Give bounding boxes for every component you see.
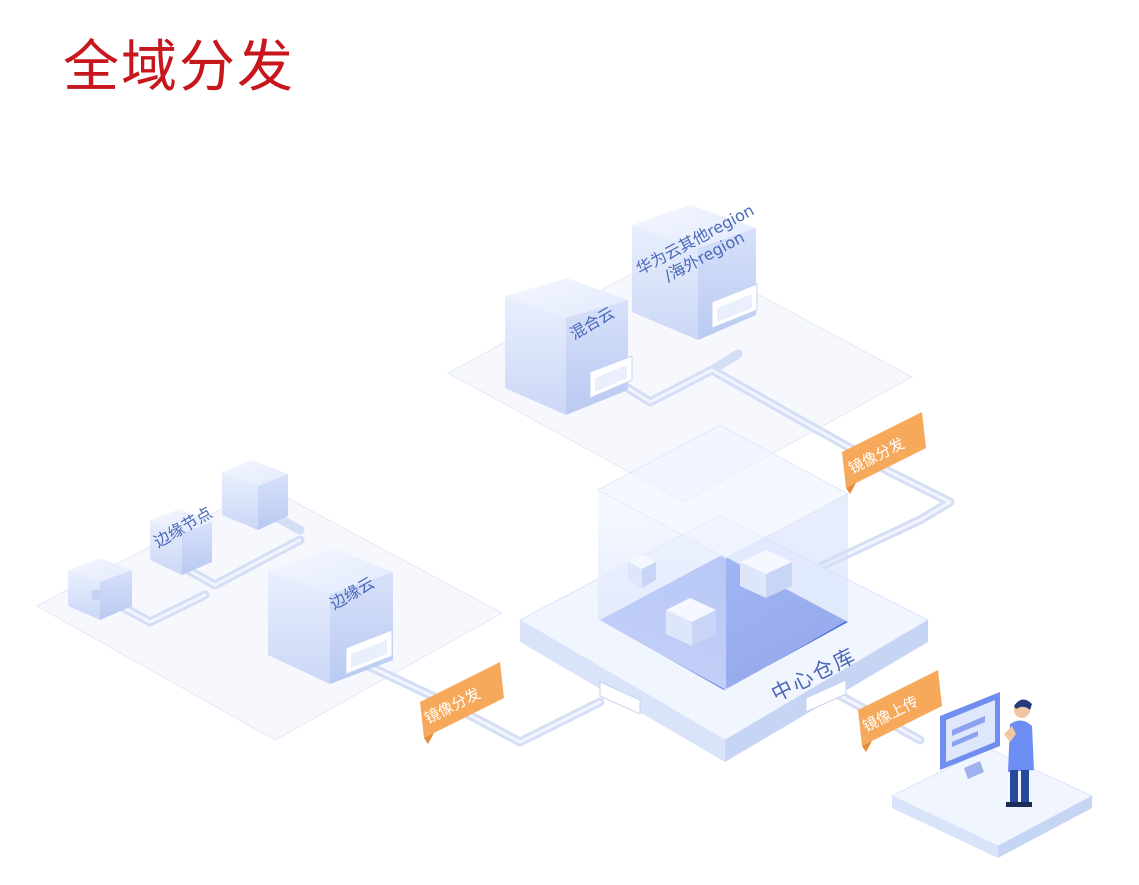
developer-station [890,692,1094,858]
huawei-region-node: 华为云其他region /海外region [632,200,758,340]
repo-box-2 [740,550,792,598]
hybrid-cloud-node: 混合云 [505,278,633,415]
edge-node-small-3 [222,460,288,530]
edge-node-small-2 [150,509,212,575]
tag-upload: 镜像上传 [858,670,942,752]
page-title: 全域分发 [63,35,295,100]
developer-figure-icon [1004,699,1034,807]
monitor-icon [940,692,1000,779]
repo-box-3 [628,555,656,588]
edge-node-small-1 [68,558,132,620]
repo-box-1 [666,598,716,646]
edge-cloud-node: 边缘云 [268,548,393,684]
central-repo: 中心仓库 [518,424,930,762]
